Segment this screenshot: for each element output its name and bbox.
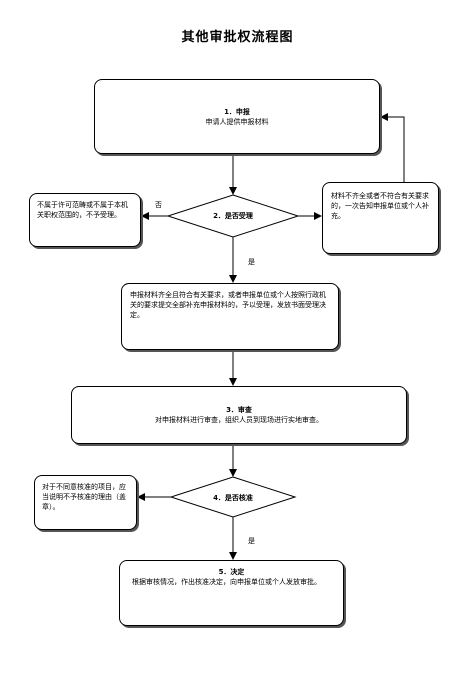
note-not-accept: 不属于许可范畴或不属于本机关职权范围的，不予受理。 xyxy=(29,193,141,247)
step-apply-title: 1．申报 xyxy=(224,107,250,116)
edge-label-yes-approve: 是 xyxy=(248,537,255,545)
step-review-title: 3．审查 xyxy=(226,406,252,414)
step-review-box: 3．审查 对申报材料进行审查，组织人员到现场进行实地审查。 xyxy=(71,386,407,444)
step-decide-title: 5．决定 xyxy=(218,568,245,576)
edge-label-no: 否 xyxy=(155,201,162,209)
decision-accept-label: 2．是否受理 xyxy=(213,212,253,220)
step-accept-box: 申报材料齐全且符合有关要求，或者申报单位或个人按照行政机关的要求提交全部补充申报… xyxy=(121,283,339,350)
page-title: 其他审批权流程图 xyxy=(181,30,294,45)
step-apply-text: 申请人提供申报材料 xyxy=(205,117,269,126)
note-incomplete: 材料不齐全或者不符合有关要求的，一次告知申报单位或个人补充。 xyxy=(322,182,439,254)
step-decide-text: 根据审核情况，作出核准决定，向申报单位或个人发放审批。 xyxy=(132,578,321,586)
step-decide-box: 5．决定 根据审核情况，作出核准决定，向申报单位或个人发放审批。 xyxy=(119,560,344,626)
decision-approve-label: 4．是否核准 xyxy=(213,494,253,502)
edge-label-yes-accept: 是 xyxy=(248,258,255,266)
step-review-text: 对申报材料进行审查，组织人员到现场进行实地审查。 xyxy=(155,416,323,424)
step-apply-box: 1．申报 申请人提供申报材料 xyxy=(94,79,380,154)
note-not-approve: 对于不同意核准的项目，应当说明不予核准的理由（盖章）。 xyxy=(34,475,137,530)
